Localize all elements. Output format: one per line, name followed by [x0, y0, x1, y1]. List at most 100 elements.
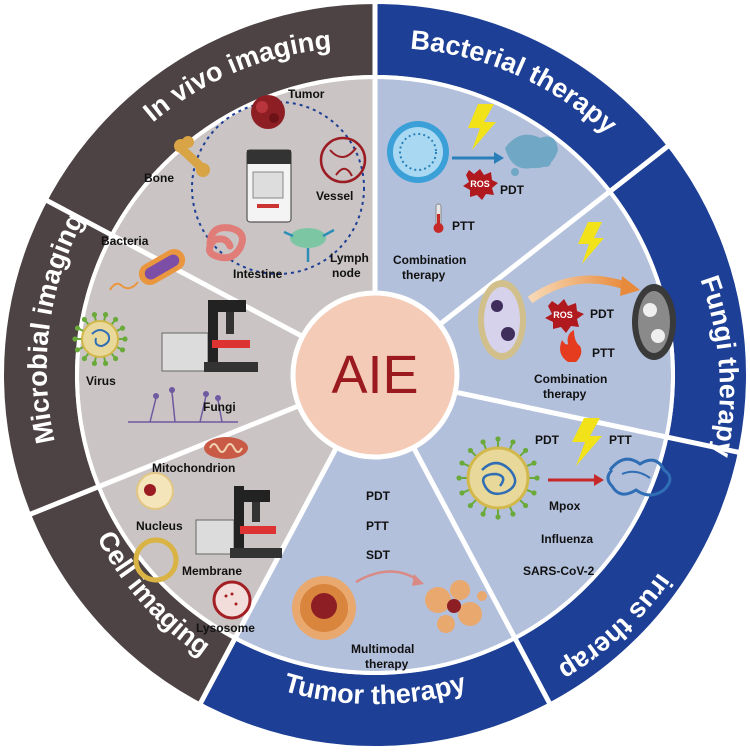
label-bacterial-combo-line2: therapy — [402, 268, 446, 282]
virus-spike-tip — [459, 490, 465, 496]
virus-spike-tip — [495, 514, 501, 520]
separator-line — [454, 389, 744, 456]
microbial-microscope-icon — [161, 300, 258, 372]
ring-inner-border — [75, 75, 675, 675]
label-fungi-pdt: PDT — [590, 307, 615, 321]
separator-line — [25, 403, 300, 519]
in-vivo-imaging-panel: Tumor Bone Vessel Intestine Lymph node — [144, 87, 369, 281]
label-bacteria: Bacteria — [101, 234, 149, 248]
separator-line — [438, 141, 673, 327]
label-fungi-combo-line2: therapy — [543, 387, 587, 401]
light-bolt-icon — [468, 104, 496, 150]
ring-segment-microbial-imaging — [2, 200, 111, 515]
virus-light-bolt-icon — [572, 418, 602, 466]
fragmented-tumor-icon — [425, 580, 487, 633]
damaged-spore-icon — [632, 284, 676, 360]
label-multimodal-line1: Multimodal — [351, 642, 414, 656]
center-label: AIE — [331, 345, 418, 405]
bacteria-icon — [109, 249, 186, 291]
center-aie: AIE — [290, 290, 460, 460]
label-membrane: Membrane — [182, 564, 242, 578]
label-fungi-ptt: PTT — [592, 346, 615, 360]
bacterium-cell-icon — [387, 121, 449, 183]
fungi-light-bolt-icon — [578, 222, 604, 264]
ros-label: ROS — [470, 179, 490, 189]
virus-spike-tip — [81, 355, 88, 362]
lymph-node-icon — [283, 228, 335, 262]
virus-particle-icon — [456, 436, 540, 520]
lysosome-icon — [212, 580, 252, 620]
tumor-arrow — [355, 570, 419, 584]
virus-spike-tip — [112, 316, 119, 323]
cell-microscope-icon — [195, 486, 282, 558]
label-bacterial-pdt: PDT — [500, 183, 525, 197]
label-sars-cov-2: SARS-CoV-2 — [523, 564, 595, 578]
label-tumor-ptt: PTT — [366, 519, 389, 533]
panel-virus-therapy — [413, 392, 665, 637]
fungi-arrow — [527, 275, 628, 304]
virus-spike-tip — [480, 439, 486, 445]
label-lysosome: Lysosome — [196, 621, 255, 635]
virus-spike-tip — [495, 436, 501, 442]
label-lymph-line1: Lymph — [330, 251, 369, 265]
virus-spike-tip — [81, 316, 88, 323]
fungi-arrowhead — [620, 276, 640, 296]
panel-in-vivo-imaging — [113, 79, 375, 337]
virus-spike-tip — [522, 502, 529, 509]
virus-spike-tip — [522, 447, 529, 454]
tumor-cell-icon — [292, 576, 356, 640]
in-vivo-orbit — [191, 101, 365, 275]
ring-segment-bacterial-therapy — [375, 3, 669, 191]
damaged-bacterium-icon — [505, 134, 558, 176]
label-mpox: Mpox — [549, 499, 581, 513]
label-tumor-sdt: SDT — [366, 548, 391, 562]
label-tumor-pdt: PDT — [366, 489, 391, 503]
mitochondrion-icon — [204, 437, 248, 459]
virus-spike-tip — [74, 325, 81, 331]
virus-spike-tip — [510, 511, 516, 517]
virus-spike-tip — [102, 360, 109, 366]
virus-spike-tip — [74, 347, 81, 353]
virus-spike-tip — [112, 355, 119, 362]
virus-spike-tip — [531, 490, 537, 496]
separator-line — [196, 446, 339, 709]
intestine-icon — [206, 224, 246, 262]
microbial-imaging-panel: Bacteria Virus Fungi — [72, 234, 258, 423]
virus-spike-tip — [102, 312, 109, 318]
label-virus-pdt: PDT — [535, 433, 560, 447]
fungi-therapy-panel: ROS PDT PTT Combination therapy — [478, 222, 676, 401]
virus-spike-tip — [534, 475, 540, 481]
separator-line — [411, 446, 554, 709]
label-tumor: Tumor — [288, 87, 325, 101]
virus-spike-tip — [72, 336, 78, 342]
ring-segment-virus-therapy — [515, 437, 739, 704]
virus-spike-tip — [119, 347, 126, 353]
label-mitochondrion: Mitochondrion — [152, 461, 235, 475]
tumor-therapy-panel: PDT PTT SDT Multimodal therapy — [292, 489, 487, 671]
fungal-spore-icon — [478, 280, 526, 360]
ring-segment-tumor-therapy — [200, 639, 550, 747]
virus-spike-tip — [91, 312, 98, 318]
ring-segment-cell-imaging — [30, 487, 235, 704]
virus-spike-tip — [510, 439, 516, 445]
fungi-hyphae-icon — [128, 387, 238, 423]
imaging-system-icon — [246, 149, 292, 223]
label-virus-ptt: PTT — [609, 433, 632, 447]
virus-therapy-panel: PDT PTT Mpox Influenza SARS-CoV-2 — [456, 418, 672, 578]
degraded-virus-icon — [606, 457, 672, 497]
ring-segment-fungi-therapy — [611, 145, 747, 453]
fungi-ros-label: ROS — [553, 310, 573, 320]
label-intestine: Intestine — [233, 267, 283, 281]
label-virus: Virus — [86, 374, 116, 388]
fungi-ros-badge: ROS — [545, 299, 584, 333]
ros-badge: ROS — [463, 169, 498, 200]
flame-icon — [560, 330, 582, 362]
virus-spike-tip — [531, 460, 537, 466]
virus-spike-tip — [480, 511, 486, 517]
bacterial-therapy-panel: ROS PDT PTT Combination therapy — [387, 104, 558, 282]
bacterial-arrowhead — [494, 152, 504, 164]
virus-spike-tip — [467, 447, 474, 454]
